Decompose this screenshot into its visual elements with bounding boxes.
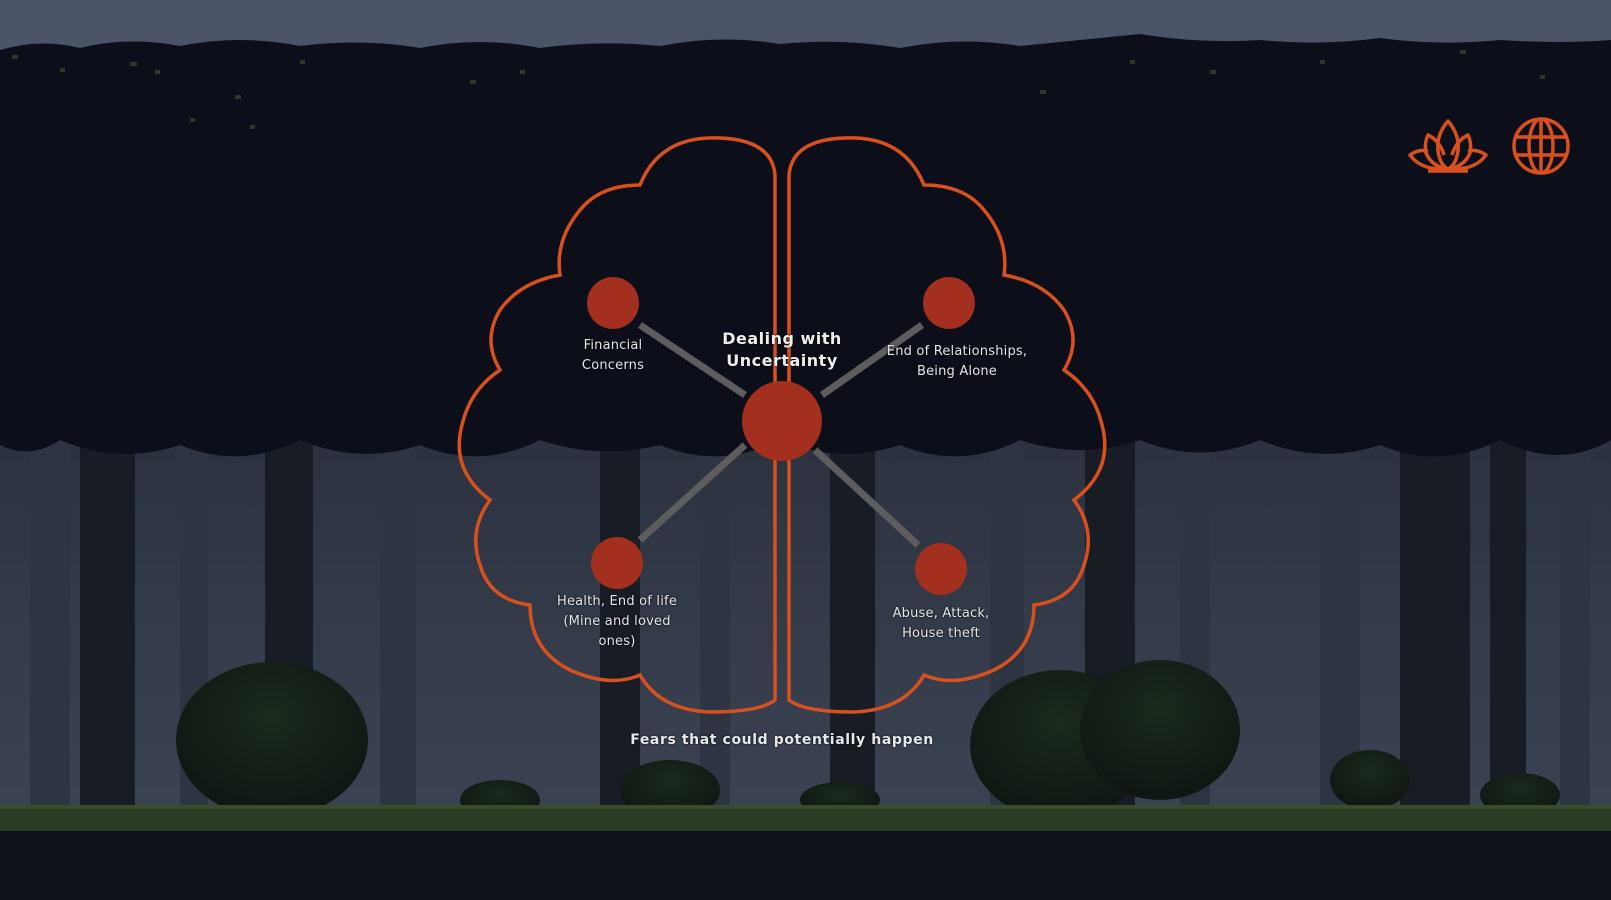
- center-node: [742, 381, 822, 461]
- brain-right-lobe: [787, 136, 1107, 714]
- grass-highlight: [0, 805, 1611, 809]
- label-line: Being Alone: [916, 364, 998, 379]
- center-title: Dealing with Uncertainty: [722, 328, 842, 372]
- lotus-icon[interactable]: [1402, 115, 1494, 175]
- center-title-line1: Dealing with: [722, 329, 842, 348]
- node-abuse: [915, 543, 967, 595]
- ground: [0, 831, 1611, 900]
- canopy-specks: [12, 50, 1545, 129]
- label-line: House theft: [902, 626, 980, 641]
- center-title-line2: Uncertainty: [726, 351, 838, 370]
- label-relationships: End of Relationships, Being Alone: [887, 342, 1027, 382]
- label-abuse: Abuse, Attack, House theft: [893, 604, 990, 644]
- label-line: Health, End of life: [556, 594, 678, 609]
- globe-icon[interactable]: [1510, 115, 1572, 177]
- grass: [0, 805, 1611, 831]
- label-line: End of Relationships,: [886, 344, 1028, 359]
- label-health: Health, End of life (Mine and loved ones…: [557, 592, 677, 652]
- label-line: (Mine and loved: [563, 614, 671, 629]
- caption: Fears that could potentially happen: [630, 732, 934, 748]
- bushes: [176, 660, 1560, 820]
- brain-left-lobe: [457, 136, 777, 714]
- connector-financial: [638, 322, 747, 398]
- nodes: [587, 277, 975, 595]
- connector-abuse: [812, 447, 921, 548]
- label-line: Financial: [583, 338, 643, 353]
- label-financial: Financial Concerns: [582, 336, 644, 376]
- connectors: [637, 322, 925, 548]
- label-line: ones): [598, 634, 636, 649]
- label-line: Concerns: [581, 358, 645, 373]
- canopy: [0, 34, 1611, 457]
- node-health: [591, 537, 643, 589]
- connector-health: [637, 442, 748, 543]
- connector-relationships: [819, 322, 925, 398]
- node-financial: [587, 277, 639, 329]
- node-relationships: [923, 277, 975, 329]
- label-line: Abuse, Attack,: [892, 606, 990, 621]
